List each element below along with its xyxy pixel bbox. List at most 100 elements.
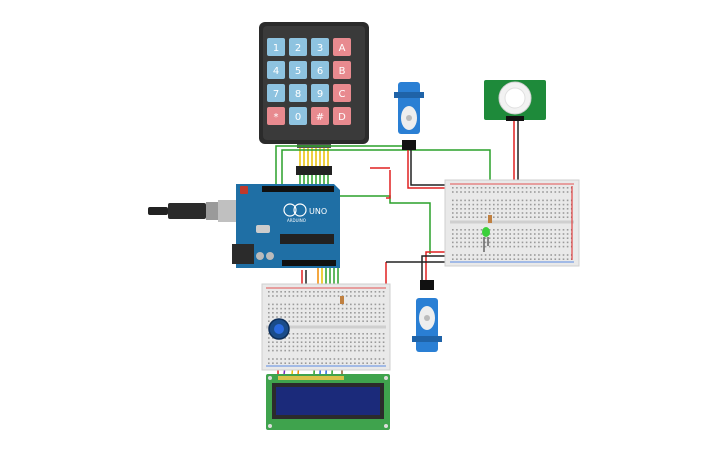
keypad-key-11[interactable] (311, 84, 329, 102)
breadboard-hole (272, 362, 274, 364)
breadboard-hole (321, 312, 323, 314)
breadboard-hole (292, 341, 295, 343)
breadboard-hole (272, 307, 274, 310)
breadboard-hole (497, 216, 499, 218)
keypad-key-15[interactable] (311, 107, 329, 125)
keypad-key-7[interactable] (311, 61, 329, 79)
breadboard-hole (521, 245, 524, 248)
breadboard-hole (534, 208, 536, 210)
keypad-key-6[interactable] (289, 61, 307, 79)
arduino-pcb (236, 184, 340, 268)
breadboard-hole (546, 254, 548, 256)
pir-sensor[interactable] (484, 80, 546, 121)
breadboard-hole (345, 303, 348, 306)
keypad-key-label: 5 (295, 66, 301, 77)
breadboard-hole (296, 333, 299, 335)
breadboard-hole (337, 291, 340, 293)
breadboard-hole (329, 312, 332, 314)
breadboard-hole (304, 349, 307, 352)
breadboard-hole (304, 320, 307, 322)
breadboard-hole (538, 208, 540, 210)
breadboard-hole (456, 203, 458, 206)
keypad-key-5[interactable] (267, 61, 285, 79)
breadboard-hole (284, 358, 286, 360)
breadboard-hole (317, 312, 319, 314)
breadboard-hole (534, 233, 536, 235)
reset-button[interactable] (240, 186, 248, 194)
breadboard-lower[interactable] (261, 283, 391, 371)
breadboard-hole (300, 362, 303, 364)
breadboard-hole (313, 320, 315, 322)
keypad-key-8[interactable] (333, 61, 351, 79)
breadboard-hole (538, 212, 540, 214)
breadboard-hole (501, 229, 503, 231)
breadboard-hole (288, 341, 291, 343)
breadboard-hole (476, 254, 479, 256)
breadboard-hole (296, 316, 299, 318)
breadboard-hole (480, 233, 483, 235)
breadboard-hole (452, 241, 454, 244)
breadboard-hole (472, 237, 475, 239)
breadboard-hole (329, 337, 332, 339)
keypad-key-16[interactable] (333, 107, 351, 125)
keypad-key-1[interactable] (267, 38, 285, 56)
breadboard-hole (378, 303, 381, 306)
breadboard-hole (554, 237, 557, 239)
keypad-key-label: 8 (295, 89, 301, 100)
breadboard-hole (268, 320, 270, 322)
keypad-key-14[interactable] (289, 107, 307, 125)
keypad-key-13[interactable] (267, 107, 285, 125)
breadboard-right[interactable] (444, 179, 580, 267)
breadboard-hole (300, 345, 303, 348)
keypad-key-2[interactable] (289, 38, 307, 56)
servo-top[interactable] (394, 82, 424, 150)
keypad-key-3[interactable] (311, 38, 329, 56)
breadboard-hole (566, 233, 569, 235)
servo-lower[interactable] (412, 280, 442, 352)
breadboard-hole (456, 191, 458, 193)
breadboard-hole (325, 291, 327, 293)
breadboard-hole (521, 187, 524, 189)
keypad-key-9[interactable] (267, 84, 285, 102)
breadboard-hole (529, 229, 532, 231)
breadboard-hole (292, 337, 295, 339)
arduino-board[interactable]: UNO ARDUINO (148, 184, 340, 268)
breadboard-hole (497, 258, 499, 260)
breadboard-hole (513, 208, 516, 210)
breadboard-hole (276, 295, 278, 297)
breadboard-hole (317, 345, 319, 348)
breadboard-hole (296, 303, 299, 306)
breadboard-hole (505, 254, 507, 256)
keypad-key-10[interactable] (289, 84, 307, 102)
lcd-pin-header (278, 376, 344, 380)
breadboard-hole (550, 237, 552, 239)
breadboard-hole (546, 233, 548, 235)
breadboard-hole (366, 291, 368, 293)
keypad-key-12[interactable] (333, 84, 351, 102)
breadboard-right-holes (452, 187, 573, 260)
breadboard-hole (362, 358, 364, 360)
breadboard-hole (480, 245, 483, 248)
breadboard-hole (329, 307, 332, 310)
breadboard-hole (468, 241, 470, 244)
breadboard-hole (468, 237, 470, 239)
breadboard-hole (472, 258, 475, 260)
breadboard-hole (268, 291, 270, 293)
breadboard-hole (370, 333, 373, 335)
breadboard-hole (309, 312, 311, 314)
keypad-key-4[interactable] (333, 38, 351, 56)
breadboard-hole (280, 316, 282, 318)
breadboard-hole (358, 320, 360, 322)
breadboard-hole (525, 212, 528, 214)
breadboard-hole (333, 337, 336, 339)
breadboard-hole (276, 362, 278, 364)
breadboard-hole (374, 349, 377, 352)
breadboard-hole (378, 316, 381, 318)
breadboard-hole (513, 237, 516, 239)
lcd-display[interactable] (266, 374, 390, 430)
breadboard-hole (309, 320, 311, 322)
breadboard-hole (509, 254, 511, 256)
breadboard-hole (313, 312, 315, 314)
breadboard-hole (366, 303, 368, 306)
